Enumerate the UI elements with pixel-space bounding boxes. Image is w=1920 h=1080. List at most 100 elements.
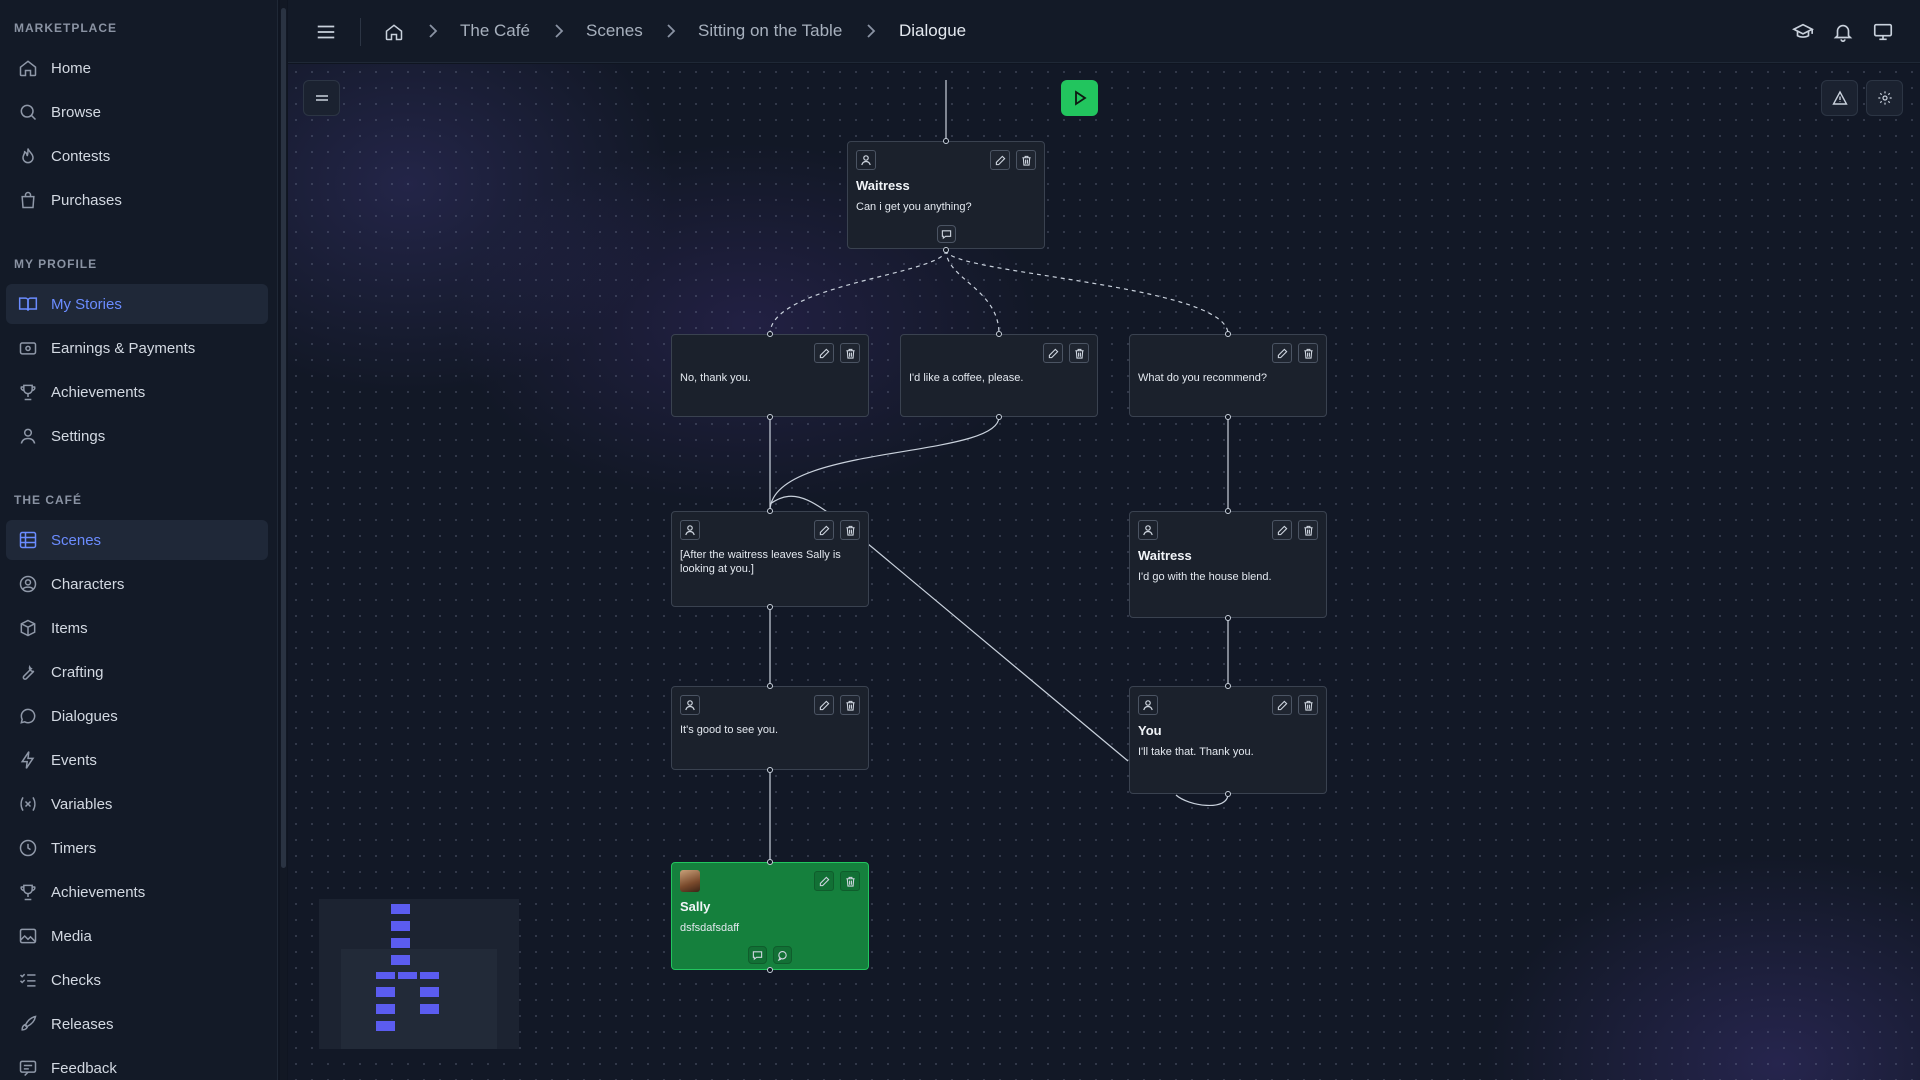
sidebar-item-achievements-cafe[interactable]: Achievements — [6, 872, 268, 912]
node-port[interactable] — [943, 247, 949, 253]
wallet-icon — [17, 337, 39, 359]
node-port[interactable] — [767, 604, 773, 610]
edit-icon[interactable] — [990, 150, 1010, 170]
edit-icon[interactable] — [814, 520, 834, 540]
sidebar-item-settings[interactable]: Settings — [6, 416, 268, 456]
person-icon[interactable] — [1138, 695, 1158, 715]
sidebar-item-media[interactable]: Media — [6, 916, 268, 956]
edit-icon[interactable] — [1272, 520, 1292, 540]
home-icon[interactable] — [382, 20, 406, 44]
toggle-panel-button[interactable] — [303, 80, 340, 116]
chat-bubble-icon[interactable] — [773, 946, 792, 964]
breadcrumb-item[interactable]: Sitting on the Table — [698, 21, 843, 40]
choice-node[interactable]: I'd like a coffee, please. — [900, 334, 1098, 417]
minimap-node — [391, 938, 410, 948]
sidebar-item-earnings-payments[interactable]: Earnings & Payments — [6, 328, 268, 368]
breadcrumb-item[interactable]: Scenes — [586, 21, 643, 40]
dialogue-node[interactable]: It's good to see you. — [671, 686, 869, 770]
person-icon[interactable] — [1138, 520, 1158, 540]
comment-icon[interactable] — [748, 946, 767, 964]
node-port[interactable] — [767, 508, 773, 514]
warnings-button[interactable] — [1821, 80, 1858, 116]
node-port[interactable] — [767, 767, 773, 773]
sidebar-item-characters[interactable]: Characters — [6, 564, 268, 604]
node-port[interactable] — [767, 967, 773, 973]
grid-icon — [17, 529, 39, 551]
node-port[interactable] — [1225, 414, 1231, 420]
node-port[interactable] — [767, 859, 773, 865]
edit-icon[interactable] — [1272, 695, 1292, 715]
sidebar-item-contests[interactable]: Contests — [6, 136, 268, 176]
chat-bubble-icon — [17, 705, 39, 727]
trash-icon[interactable] — [1298, 695, 1318, 715]
node-port[interactable] — [1225, 615, 1231, 621]
trash-icon[interactable] — [1298, 343, 1318, 363]
trash-icon[interactable] — [840, 343, 860, 363]
sidebar-item-achievements[interactable]: Achievements — [6, 372, 268, 412]
sidebar-item-scenes[interactable]: Scenes — [6, 520, 268, 560]
sidebar-item-crafting[interactable]: Crafting — [6, 652, 268, 692]
trash-icon[interactable] — [840, 871, 860, 891]
person-icon[interactable] — [856, 150, 876, 170]
sidebar-scrollbar-thumb[interactable] — [281, 8, 286, 868]
sidebar-item-browse[interactable]: Browse — [6, 92, 268, 132]
node-port[interactable] — [767, 414, 773, 420]
sidebar-item-events[interactable]: Events — [6, 740, 268, 780]
node-footer — [848, 225, 1044, 243]
search-icon — [17, 101, 39, 123]
sidebar-item-my-stories[interactable]: My Stories — [6, 284, 268, 324]
comment-icon[interactable] — [936, 225, 956, 243]
avatar[interactable] — [680, 870, 700, 892]
minimap-viewport[interactable] — [341, 949, 497, 1049]
breadcrumb-item[interactable]: The Café — [460, 21, 530, 40]
person-icon[interactable] — [680, 695, 700, 715]
node-port[interactable] — [996, 331, 1002, 337]
node-port[interactable] — [1225, 331, 1231, 337]
node-port[interactable] — [943, 138, 949, 144]
sidebar-item-feedback[interactable]: Feedback — [6, 1048, 268, 1080]
node-port[interactable] — [996, 414, 1002, 420]
dialogue-canvas[interactable]: Waitress Can i get you anything? No, tha… — [288, 64, 1920, 1080]
sidebar-item-purchases[interactable]: Purchases — [6, 180, 268, 220]
menu-icon[interactable] — [314, 20, 338, 44]
sidebar-item-home[interactable]: Home — [6, 48, 268, 88]
play-button[interactable] — [1061, 80, 1098, 116]
sidebar-item-dialogues[interactable]: Dialogues — [6, 696, 268, 736]
sidebar-item-timers[interactable]: Timers — [6, 828, 268, 868]
trash-icon[interactable] — [840, 520, 860, 540]
edit-icon[interactable] — [1272, 343, 1292, 363]
sidebar-item-items[interactable]: Items — [6, 608, 268, 648]
sidebar-item-releases[interactable]: Releases — [6, 1004, 268, 1044]
node-port[interactable] — [767, 331, 773, 337]
edit-icon[interactable] — [814, 871, 834, 891]
trash-icon[interactable] — [1016, 150, 1036, 170]
graduation-cap-icon[interactable] — [1791, 20, 1815, 44]
node-speaker: Waitress — [856, 178, 910, 193]
dialogue-node-selected[interactable]: Sally dsfsdafsdaff — [671, 862, 869, 970]
sidebar-item-variables[interactable]: Variables — [6, 784, 268, 824]
node-port[interactable] — [1225, 508, 1231, 514]
dialogue-node[interactable]: You I'll take that. Thank you. — [1129, 686, 1327, 794]
edit-icon[interactable] — [814, 343, 834, 363]
minimap[interactable] — [319, 899, 519, 1049]
node-port[interactable] — [767, 683, 773, 689]
monitor-icon[interactable] — [1871, 20, 1895, 44]
dialogue-node[interactable]: Waitress I'd go with the house blend. — [1129, 511, 1327, 618]
choice-node[interactable]: No, thank you. — [671, 334, 869, 417]
edit-icon[interactable] — [1043, 343, 1063, 363]
trash-icon[interactable] — [1298, 520, 1318, 540]
edit-icon[interactable] — [814, 695, 834, 715]
trash-icon[interactable] — [1069, 343, 1089, 363]
trash-icon[interactable] — [840, 695, 860, 715]
sidebar-item-label: Achievements — [51, 883, 146, 901]
node-port[interactable] — [1225, 791, 1231, 797]
bell-icon[interactable] — [1831, 20, 1855, 44]
node-port[interactable] — [1225, 683, 1231, 689]
dialogue-node[interactable]: [After the waitress leaves Sally is look… — [671, 511, 869, 607]
connection-line — [769, 249, 947, 335]
canvas-settings-button[interactable] — [1866, 80, 1903, 116]
person-icon[interactable] — [680, 520, 700, 540]
choice-node[interactable]: What do you recommend? — [1129, 334, 1327, 417]
sidebar-item-checks[interactable]: Checks — [6, 960, 268, 1000]
dialogue-node[interactable]: Waitress Can i get you anything? — [847, 141, 1045, 249]
